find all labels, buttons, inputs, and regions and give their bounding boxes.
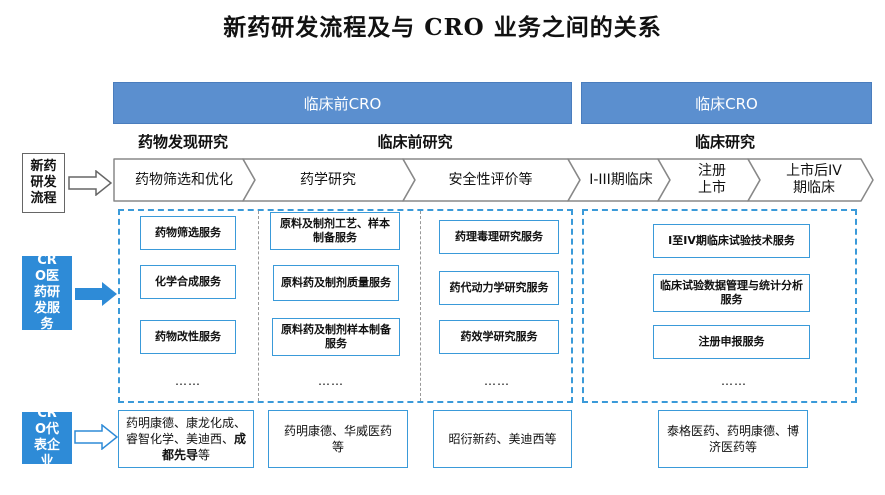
preclinical-services-area: [118, 209, 573, 403]
stage-phase-4-text: 上市后IV期临床: [786, 163, 842, 196]
companies-pharmaceutics: 药明康德、华威医药等: [268, 410, 408, 468]
divider-2: [420, 211, 421, 401]
ellipsis-col1: ……: [175, 374, 201, 388]
stage-registration-text: 注册上市: [698, 163, 726, 196]
companies-discovery-bold: 成都先导: [161, 432, 247, 462]
companies-safety-text: 昭衍新药、美迪西等: [448, 432, 557, 446]
companies-safety: 昭衍新药、美迪西等: [433, 410, 572, 468]
service-registration: 注册申报服务: [653, 325, 810, 359]
ellipsis-col4: ……: [721, 374, 747, 388]
service-process-sample-prep: 原料及制剂工艺、样本制备服务: [270, 212, 400, 250]
stage-phase-4: 上市后IV期临床: [768, 158, 860, 202]
stage-registration: 注册上市: [677, 158, 747, 202]
services-arrow-icon: [75, 282, 117, 306]
phase-drug-discovery: 药物发现研究: [137, 133, 228, 151]
stage-phase-1-3: I-III期临床: [589, 171, 653, 188]
service-pharmacodynamics: 药效学研究服务: [439, 320, 559, 354]
divider-1: [258, 211, 259, 401]
row-label-process: 新药研发流程: [22, 153, 65, 213]
companies-pharmaceutics-text: 药明康德、华威医药等: [283, 424, 392, 454]
stage-safety: 安全性评价等: [448, 171, 533, 188]
row-label-process-text: 新药研发流程: [30, 159, 57, 206]
service-sample-prep: 原料药及制剂样本制备服务: [272, 318, 400, 356]
chevron-6: [747, 158, 874, 202]
stage-chevrons: [113, 158, 874, 202]
row-label-companies-text: CRO代表企业: [33, 406, 60, 469]
service-pharmacokinetics: 药代动力学研究服务: [439, 271, 559, 305]
companies-clinical: 泰格医药、药明康德、博济医药等: [658, 410, 808, 468]
ellipsis-col3: ……: [484, 374, 510, 388]
service-quality: 原料药及制剂质量服务: [273, 265, 399, 301]
service-drug-modification: 药物改性服务: [140, 320, 236, 354]
companies-arrow-icon: [74, 424, 118, 450]
companies-clinical-text: 泰格医药、药明康德、博济医药等: [666, 424, 799, 454]
ellipsis-col2: ……: [318, 374, 344, 388]
service-pharmacology-toxicology: 药理毒理研究服务: [439, 220, 559, 254]
service-clinical-trial-tech: I至IV期临床试验技术服务: [653, 224, 810, 258]
companies-discovery-plain: 药明康德、康龙化成、睿智化学、美迪西、: [125, 416, 246, 446]
clinical-services-area: [582, 209, 857, 403]
service-data-management: 临床试验数据管理与统计分析服务: [653, 274, 810, 312]
companies-discovery: 药明康德、康龙化成、睿智化学、美迪西、成都先导等: [118, 410, 254, 468]
stage-screening: 药物筛选和优化: [135, 171, 233, 188]
row-label-services: CRO医药研发服务: [22, 253, 72, 332]
page-title: 新药研发流程及与 CRO 业务之间的关系: [223, 14, 662, 41]
row-label-companies: CRO代表企业: [22, 406, 72, 469]
service-chemical-synthesis: 化学合成服务: [140, 265, 236, 299]
phase-clinical: 临床研究: [694, 133, 755, 151]
row-label-services-text: CRO医药研发服务: [33, 253, 60, 332]
clinical-cro-banner: 临床CRO: [581, 82, 872, 124]
phase-preclinical: 临床前研究: [377, 133, 453, 151]
process-arrow-icon: [68, 170, 112, 196]
service-drug-screening: 药物筛选服务: [140, 216, 236, 250]
companies-discovery-tail: 等: [198, 448, 211, 462]
stage-pharmaceutics: 药学研究: [300, 171, 356, 188]
preclinical-cro-banner: 临床前CRO: [113, 82, 572, 124]
companies-discovery-text: 药明康德、康龙化成、睿智化学、美迪西、成都先导等: [123, 415, 249, 463]
